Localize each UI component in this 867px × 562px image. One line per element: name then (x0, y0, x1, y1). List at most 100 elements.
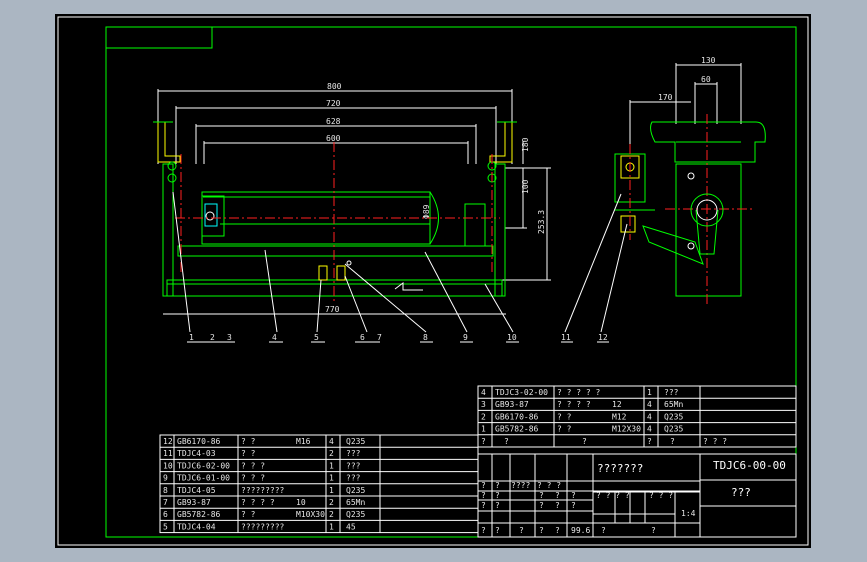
cad-drawing: 800 720 628 600 770 180 100 253.3 Φ89 (57, 16, 809, 546)
bom-header-note: ? ? ? (703, 437, 727, 446)
balloon-11: 11 (561, 333, 571, 342)
dim-253: 253.3 (537, 210, 546, 234)
bom-no: 5 (163, 522, 168, 531)
tb-r3-c1: ? (481, 501, 486, 510)
bom-code: GB5782-86 (495, 425, 539, 434)
bom-name: ? ? (241, 449, 256, 458)
bom-qty: 2 (329, 498, 334, 507)
bom-code: GB6170-86 (177, 437, 221, 446)
bom-name: ? ? ? ? (241, 498, 275, 507)
drawing-sheet: 800 720 628 600 770 180 100 253.3 Φ89 (55, 14, 811, 548)
side-view: 130 60 170 11 12 (561, 56, 766, 343)
tb-r2-c1: ? (481, 491, 486, 500)
bom-header-no: ? (481, 437, 486, 446)
tb-r2-c2: ? (495, 491, 500, 500)
weight-value: 99.6 (571, 526, 590, 535)
bom-name: ? ? ? ? ? (557, 388, 601, 397)
scale-value: 1:4 (681, 509, 696, 518)
tb-r3-c2: ? (495, 501, 500, 510)
bom-material: ??? (346, 449, 361, 458)
tb-r3-c4: ? (555, 501, 560, 510)
balloon-5: 5 (314, 333, 319, 342)
bom-qty: 1 (329, 486, 334, 495)
inner-frame (105, 26, 797, 538)
dim-170: 170 (658, 93, 673, 102)
bom-material: 45 (346, 522, 356, 531)
balloon-8: 8 (423, 333, 428, 342)
bom-header-qty: ? (647, 437, 652, 446)
tb-r1-c6: ? ? ? (649, 491, 673, 500)
bom-spec: M10X30 (296, 510, 325, 519)
front-view: 800 720 628 600 770 180 100 253.3 Φ89 (153, 82, 551, 343)
dim-60: 60 (701, 75, 711, 84)
bom-no: 3 (481, 400, 486, 409)
bom-code: GB5782-86 (177, 510, 221, 519)
bom-no: 8 (163, 486, 168, 495)
dim-phi89: Φ89 (422, 204, 431, 219)
tb-r3-c3: ? (539, 501, 544, 510)
tb-r1-c1: ? (481, 481, 486, 490)
bom-name: ? ? ? (241, 474, 265, 483)
bom-name: ? ? ? (241, 461, 265, 470)
balloon-12: 12 (598, 333, 608, 342)
bom-header-mat: ? (670, 437, 675, 446)
bom-material: ??? (664, 388, 679, 397)
bom-no: 2 (481, 412, 486, 421)
balloon-7: 7 (377, 333, 382, 342)
bom-qty: 1 (329, 522, 334, 531)
bom-material: Q235 (664, 425, 683, 434)
bom-no: 9 (163, 474, 168, 483)
tb-r4-c2: ? (495, 526, 500, 535)
tb-r2-c4: ? (555, 491, 560, 500)
bom-name: ? ? (557, 412, 572, 421)
tb-r4-c6: ? (601, 526, 606, 535)
bom-material: ??? (346, 461, 361, 470)
tb-r4-c7: ? (651, 526, 656, 535)
bom-no: 4 (481, 388, 486, 397)
dim-628: 628 (326, 117, 341, 126)
bom-spec: 10 (296, 498, 306, 507)
bom-name: ? ? (241, 510, 256, 519)
bom-qty: 4 (647, 412, 652, 421)
bom-name: ????????? (241, 522, 285, 531)
tb-r4-c5: ? (555, 526, 560, 535)
bom-name: ????????? (241, 486, 285, 495)
dim-720: 720 (326, 99, 341, 108)
bom-qty: 2 (329, 449, 334, 458)
bom-material: ??? (346, 474, 361, 483)
bom-material: Q235 (664, 412, 683, 421)
balloon-9: 9 (463, 333, 468, 342)
bom-code: TDJC4-05 (177, 486, 216, 495)
bom-material: Q235 (346, 486, 365, 495)
bom-material: Q235 (346, 437, 365, 446)
bom-spec: M16 (296, 437, 311, 446)
bom-code: TDJC4-04 (177, 522, 216, 531)
bom-code: GB93-87 (177, 498, 211, 507)
balloon-3: 3 (227, 333, 232, 342)
bom-material: Q235 (346, 510, 365, 519)
bom-header-code: ? (504, 437, 509, 446)
bom-spec: M12 (612, 412, 627, 421)
tb-r4-c4: ? (539, 526, 544, 535)
bom-spec: 12 (612, 400, 622, 409)
bom-qty: 1 (329, 461, 334, 470)
bom-code: GB93-87 (495, 400, 529, 409)
dim-600: 600 (326, 134, 341, 143)
drawing-name: ??????? (597, 462, 643, 475)
bom-material: 65Mn (346, 498, 365, 507)
corner-box (105, 26, 213, 49)
bom-qty: 4 (647, 400, 652, 409)
dim-180: 180 (521, 137, 530, 152)
bom-no: 6 (163, 510, 168, 519)
dim-130: 130 (701, 56, 716, 65)
tb-r4-c3: ? (519, 526, 524, 535)
bom-code: TDJC6-02-00 (177, 461, 230, 470)
bom-spec: M12X30 (612, 425, 641, 434)
tb-r3-c5: ? (571, 501, 576, 510)
bom-no: 1 (481, 425, 486, 434)
bom-no: 12 (163, 437, 173, 446)
balloon-6: 6 (360, 333, 365, 342)
bom-name: ? ? (241, 437, 256, 446)
bom-qty: 4 (329, 437, 334, 446)
